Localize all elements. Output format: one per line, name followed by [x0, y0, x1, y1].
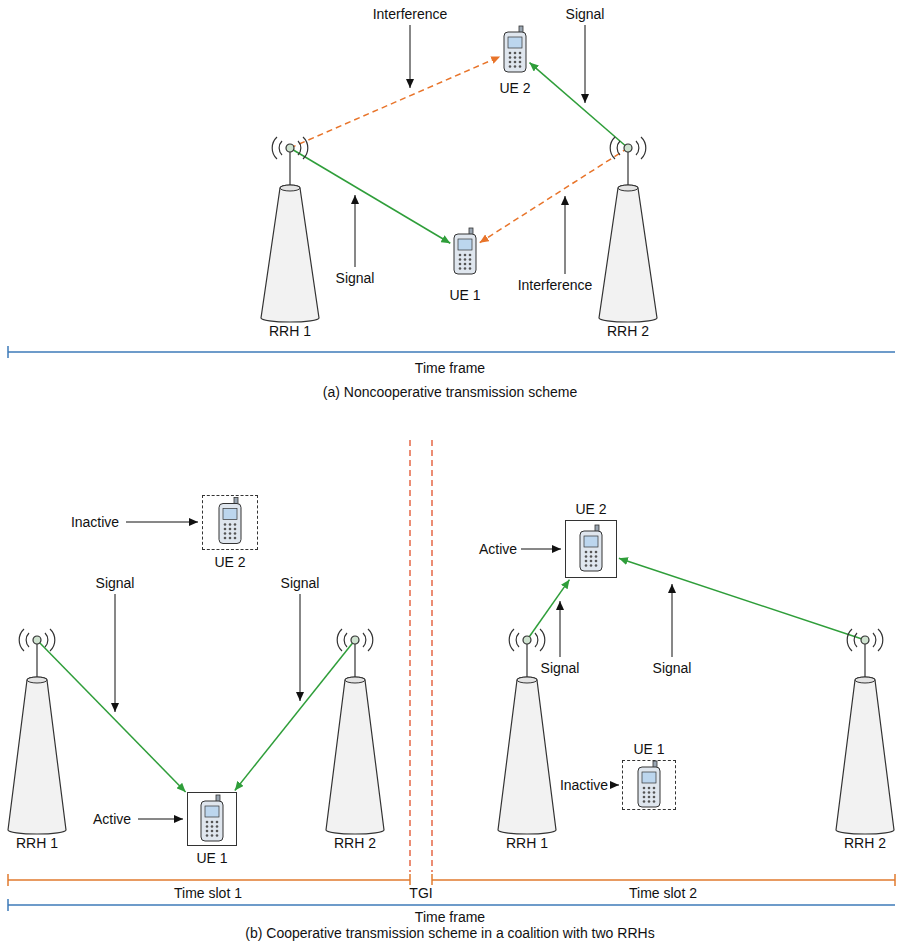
node-label: RRH 1: [14, 835, 60, 851]
node-icon: [325, 640, 385, 830]
node-label: UE 2: [497, 80, 532, 96]
rrh-tower: RRH 1: [7, 640, 67, 830]
node-label: RRH 2: [605, 323, 651, 339]
signal-link: [530, 63, 628, 148]
phone-icon: [638, 761, 660, 807]
node-icon: [622, 760, 676, 810]
antenna-tower: [599, 137, 657, 322]
node-label: RRH 2: [332, 835, 378, 851]
node-label: RRH 2: [842, 835, 888, 851]
node-icon: [598, 148, 658, 318]
rrh-tower: RRH 2: [835, 640, 895, 830]
node-label: UE 1: [631, 741, 666, 757]
signal-link: [37, 640, 186, 792]
node-label: UE 1: [447, 287, 482, 303]
callout-label: Signal: [564, 6, 607, 22]
ue-device: UE 2: [202, 495, 258, 550]
ue-device: UE 2: [502, 25, 528, 75]
rrh-tower: RRH 1: [260, 148, 320, 318]
axis-label: TGI: [407, 885, 434, 901]
node-icon: [202, 494, 258, 549]
callout-label: Interference: [371, 6, 450, 22]
time-slot-axis: [8, 874, 895, 886]
node-icon: [7, 640, 67, 830]
phone-icon: [201, 795, 223, 841]
phone-icon: [219, 498, 241, 544]
subfigure-caption: (a) Noncooperative transmission scheme: [321, 384, 579, 400]
callout-label: Signal: [94, 575, 137, 591]
callout-label: Signal: [539, 660, 582, 676]
node-label: UE 2: [573, 501, 608, 517]
callout-label: Inactive: [558, 777, 610, 793]
interference-link: [290, 56, 500, 148]
antenna-tower: [326, 629, 384, 834]
axis-label: Time frame: [413, 360, 487, 376]
callout-arrow: [115, 25, 672, 819]
interference-link: [480, 148, 628, 243]
ue-device: UE 1: [187, 792, 237, 846]
ue-device: UE 1: [622, 760, 676, 810]
rrh-tower: RRH 2: [598, 148, 658, 318]
signal-link: [527, 580, 569, 640]
callout-label: Interference: [516, 277, 595, 293]
antenna-tower: [836, 629, 894, 834]
node-icon: [502, 25, 528, 75]
antenna-tower: [261, 137, 319, 322]
time-frame-axis: [8, 346, 895, 358]
phone-icon: [504, 26, 526, 72]
phone-icon: [580, 525, 602, 571]
axis-label: Time slot 2: [627, 885, 699, 901]
guard-interval-line: [410, 440, 432, 872]
callout-label: Signal: [279, 575, 322, 591]
callout-label: Signal: [334, 270, 377, 286]
signal-link: [619, 558, 865, 640]
callout-label: Active: [477, 541, 519, 557]
phone-icon: [454, 228, 476, 274]
node-icon: [452, 222, 478, 282]
node-icon: [187, 792, 237, 846]
node-icon: [565, 520, 617, 578]
signal-link: [290, 148, 450, 243]
node-label: RRH 1: [504, 835, 550, 851]
node-label: UE 1: [194, 850, 229, 866]
ue-device: UE 2: [565, 520, 617, 578]
callout-label: Active: [91, 811, 133, 827]
node-label: RRH 1: [267, 323, 313, 339]
callout-label: Inactive: [69, 514, 121, 530]
antenna-tower: [8, 629, 66, 834]
subfigure-caption: (b) Cooperative transmission scheme in a…: [243, 925, 656, 941]
node-label: UE 2: [212, 554, 247, 570]
axis-label: Time slot 1: [172, 885, 244, 901]
callout-label: Signal: [651, 660, 694, 676]
rrh-tower: RRH 2: [325, 640, 385, 830]
node-icon: [260, 148, 320, 318]
axis-label: Time frame: [413, 909, 487, 925]
node-icon: [835, 640, 895, 830]
ue-device: UE 1: [452, 222, 478, 282]
